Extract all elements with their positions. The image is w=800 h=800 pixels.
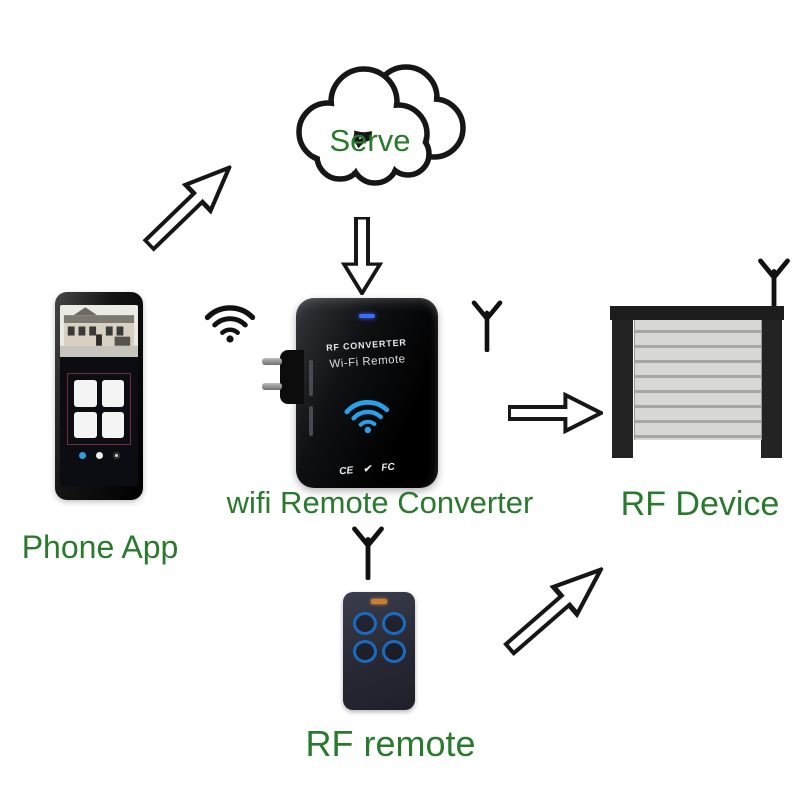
phone-screen	[60, 305, 138, 486]
app-button[interactable]	[101, 380, 124, 407]
eu-plug	[280, 350, 304, 404]
remote-button[interactable]	[352, 640, 377, 663]
remote-button[interactable]	[381, 612, 406, 635]
fcc-mark: FC	[380, 461, 396, 474]
certification-marks: CE ✔ FC	[296, 458, 438, 481]
garage-door-device	[610, 306, 784, 460]
rf-remote-label: RF remote	[305, 723, 476, 764]
remote-button[interactable]	[352, 612, 377, 635]
vent-slot	[309, 360, 313, 396]
remote-button[interactable]	[381, 640, 406, 663]
app-button[interactable]	[101, 411, 124, 438]
device-print: RF CONVERTER Wi-Fi Remote	[295, 335, 439, 373]
device-wifi-icon	[344, 399, 390, 434]
nav-dot-icon[interactable]	[112, 452, 120, 459]
app-button[interactable]	[74, 380, 97, 407]
garage-post	[761, 306, 782, 458]
antenna-icon	[758, 258, 790, 312]
wifi-rf-converter-device: RF CONVERTER Wi-Fi Remote CE ✔ FC	[262, 298, 439, 488]
arrow-converter-to-device-icon	[508, 392, 603, 434]
nav-dot-icon[interactable]	[95, 452, 103, 459]
server-cloud-icon	[296, 64, 466, 186]
garage-post	[612, 306, 633, 458]
status-led	[359, 314, 375, 318]
wifi-icon	[204, 305, 256, 343]
device-subtitle-text: Wi-Fi Remote	[329, 353, 407, 371]
phone-app-label: Phone App	[21, 529, 179, 565]
arrow-remote-to-device-icon	[502, 565, 606, 657]
garage-door-slats	[634, 318, 762, 440]
server-label: Serve	[329, 123, 411, 158]
check-mark-icon: ✔	[362, 463, 372, 476]
nav-dot-icon[interactable]	[78, 452, 86, 459]
arrow-cloud-to-converter-icon	[341, 217, 383, 295]
garage-top-rail	[610, 306, 784, 320]
rf-remote-device	[343, 592, 415, 710]
remote-button-grid	[343, 612, 415, 663]
app-button-grid	[67, 373, 131, 445]
vent-slot	[309, 406, 313, 436]
converter-label: wifi Remote Converter	[226, 485, 534, 520]
antenna-icon	[352, 526, 384, 580]
remote-led	[371, 599, 387, 604]
ce-mark: CE	[338, 465, 354, 478]
plug-pin	[262, 383, 282, 390]
app-nav-dots	[60, 452, 138, 459]
plug-pin	[262, 358, 282, 365]
antenna-icon	[471, 300, 503, 352]
camera-house-image	[60, 305, 138, 357]
arrow-phone-to-cloud-icon	[141, 163, 233, 253]
rf-device-label: RF Device	[620, 485, 780, 523]
smartphone	[55, 292, 143, 500]
app-button[interactable]	[74, 411, 97, 438]
